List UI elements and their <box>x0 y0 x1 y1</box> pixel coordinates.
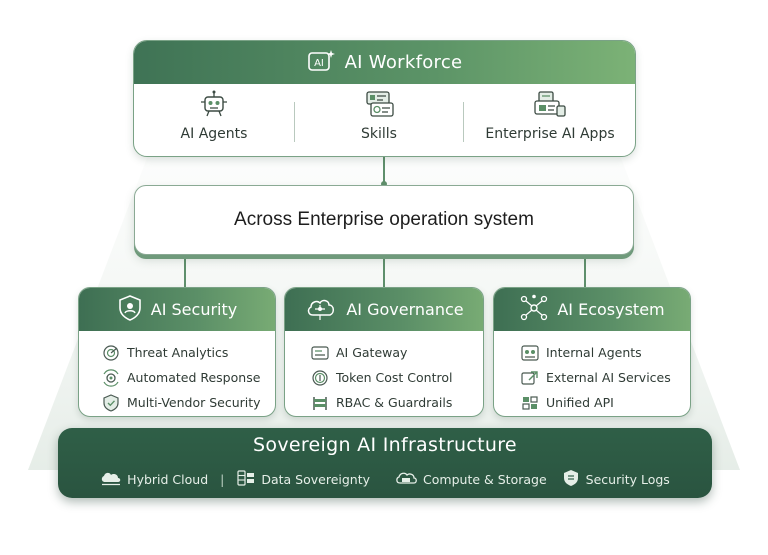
top-item-enterprise-ai-apps[interactable]: Enterprise AI Apps <box>464 84 635 156</box>
ai-security-card: AI Security Threat Analytics <box>78 287 276 417</box>
coin-icon <box>310 369 330 387</box>
item-label: Threat Analytics <box>127 345 229 360</box>
ai-gateway-item[interactable]: AI Gateway <box>310 340 483 365</box>
ai-security-header: AI Security <box>79 288 275 331</box>
divider <box>463 102 464 142</box>
top-item-skills[interactable]: Skills <box>295 84 463 156</box>
divider <box>294 102 295 142</box>
network-nodes-icon <box>519 294 549 326</box>
connector-mid-governance <box>383 258 385 287</box>
separator: | <box>220 471 225 487</box>
enterprise-operation-system-bar: Across Enterprise operation system <box>134 185 634 255</box>
guardrail-icon <box>310 394 330 412</box>
ai-ecosystem-card: AI Ecosystem Internal Agents <box>493 287 691 417</box>
top-item-label: Enterprise AI Apps <box>485 126 615 142</box>
gear-loop-icon <box>101 368 121 387</box>
operation-system-label: Across Enterprise operation system <box>234 209 534 230</box>
hybrid-cloud-item[interactable]: Hybrid Cloud <box>100 470 208 489</box>
item-label: External AI Services <box>546 370 671 385</box>
item-label: Compute & Storage <box>423 471 547 487</box>
ai-sparkle-icon: AI <box>307 49 335 77</box>
multi-vendor-security-item[interactable]: Multi-Vendor Security <box>101 390 275 415</box>
ai-workforce-header: AI AI Workforce <box>134 41 635 84</box>
ai-workforce-panel: AI AI Workforce AI Agents <box>133 40 636 157</box>
external-services-icon <box>520 369 540 387</box>
ai-ecosystem-header: AI Ecosystem <box>494 288 690 331</box>
item-label: Security Logs <box>585 471 670 487</box>
unified-api-item[interactable]: Unified API <box>520 390 690 415</box>
gateway-icon <box>310 344 330 362</box>
data-sovereignty-item[interactable]: Data Sovereignty <box>236 469 370 490</box>
connector-dot <box>381 181 387 187</box>
top-item-ai-agents[interactable]: AI Agents <box>134 84 294 156</box>
item-label: AI Gateway <box>336 345 408 360</box>
top-item-label: AI Agents <box>180 126 248 142</box>
item-label: Unified API <box>546 395 614 410</box>
ai-governance-header: AI Governance <box>285 288 483 331</box>
item-label: Token Cost Control <box>336 370 453 385</box>
api-blocks-icon <box>520 394 540 412</box>
rbac-guardrails-item[interactable]: RBAC & Guardrails <box>310 390 483 415</box>
enterprise-apps-icon <box>533 90 567 122</box>
item-label: Automated Response <box>127 370 261 385</box>
compute-storage-item[interactable]: Compute & Storage <box>394 469 547 490</box>
shield-check-icon <box>101 393 121 412</box>
internal-agents-icon <box>520 344 540 362</box>
threat-analytics-item[interactable]: Threat Analytics <box>101 340 275 365</box>
item-label: Multi-Vendor Security <box>127 395 261 410</box>
ai-governance-card: AI Governance AI Gateway Token Cost C <box>284 287 484 417</box>
top-item-label: Skills <box>361 126 397 142</box>
internal-agents-item[interactable]: Internal Agents <box>520 340 690 365</box>
radar-icon <box>101 344 121 362</box>
item-label: Hybrid Cloud <box>127 471 209 487</box>
token-cost-control-item[interactable]: Token Cost Control <box>310 365 483 390</box>
automated-response-item[interactable]: Automated Response <box>101 365 275 390</box>
robot-icon <box>199 90 229 122</box>
ai-workforce-title: AI Workforce <box>344 52 463 73</box>
item-label: Data Sovereignty <box>261 471 371 487</box>
connector-top-mid <box>383 157 385 185</box>
cloud-network-icon <box>304 294 338 326</box>
connector-mid-security <box>184 258 186 287</box>
ai-ecosystem-title: AI Ecosystem <box>557 300 665 319</box>
database-icon <box>236 469 256 490</box>
security-logs-icon <box>561 469 581 490</box>
connector-mid-ecosystem <box>584 258 586 287</box>
item-label: Internal Agents <box>546 345 642 360</box>
sovereign-ai-infrastructure-bar: Sovereign AI Infrastructure Hybrid Cloud… <box>58 428 712 498</box>
security-logs-item[interactable]: Security Logs <box>561 469 670 490</box>
shield-icon <box>117 294 143 326</box>
sovereign-ai-title: Sovereign AI Infrastructure <box>253 434 517 456</box>
ai-governance-title: AI Governance <box>346 300 464 319</box>
external-ai-services-item[interactable]: External AI Services <box>520 365 690 390</box>
item-label: RBAC & Guardrails <box>336 395 453 410</box>
ai-security-title: AI Security <box>150 300 238 319</box>
compute-storage-icon <box>394 469 418 490</box>
skills-card-icon <box>363 90 395 122</box>
hybrid-cloud-icon <box>100 470 122 489</box>
svg-text:AI: AI <box>314 58 324 69</box>
